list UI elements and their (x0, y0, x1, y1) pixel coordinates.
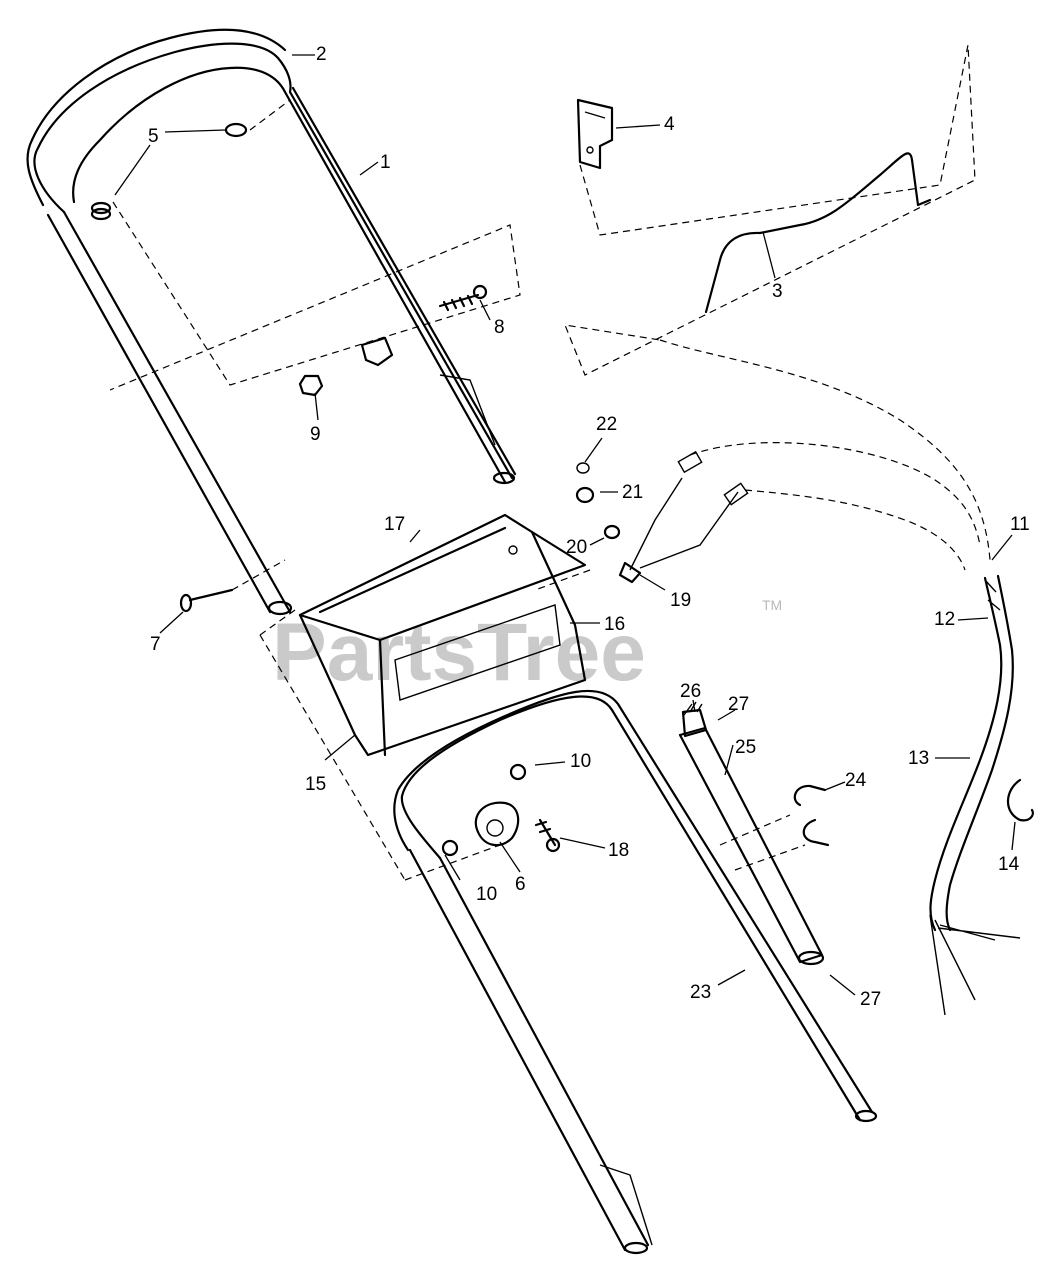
control-rod (704, 152, 932, 314)
callout-5: 5 (148, 126, 159, 147)
callout-23: 23 (690, 982, 711, 1003)
callout-16: 16 (604, 614, 625, 635)
callout-19: 19 (670, 590, 691, 611)
callout-18: 18 (608, 840, 629, 861)
callout-6: 6 (515, 874, 526, 895)
callout-10-bottom: 10 (476, 884, 497, 905)
bracket (576, 98, 614, 170)
callout-labels: 2 1 5 4 3 8 9 22 21 17 20 11 19 7 16 12 … (148, 44, 1030, 1010)
callout-2: 2 (316, 44, 327, 65)
callout-13: 13 (908, 748, 929, 769)
callout-11: 11 (1010, 514, 1030, 535)
leader-lines (114, 54, 1016, 996)
control-box (298, 513, 587, 757)
upper-handle (26, 28, 517, 616)
parts-tree-watermark: PartsTree (272, 607, 646, 698)
cable-clip (793, 784, 830, 847)
callout-12: 12 (934, 609, 955, 630)
wiring-harness (629, 450, 1021, 1016)
callout-27-bottom: 27 (860, 989, 881, 1010)
callout-9: 9 (310, 424, 321, 445)
callout-20: 20 (566, 537, 587, 558)
callout-14: 14 (998, 854, 1020, 875)
callout-7: 7 (150, 634, 161, 655)
lower-handle (393, 689, 878, 1255)
callout-21: 21 (622, 482, 643, 503)
callout-1: 1 (380, 152, 391, 173)
callout-27-top: 27 (728, 694, 749, 715)
callout-26: 26 (680, 681, 701, 702)
callout-22: 22 (596, 414, 617, 435)
callout-8: 8 (494, 317, 505, 338)
callout-15: 15 (305, 774, 326, 795)
callout-4: 4 (664, 114, 675, 135)
trademark-mark: TM (762, 597, 782, 613)
callout-24: 24 (845, 770, 867, 791)
callout-10-top: 10 (570, 751, 591, 772)
assembly-guides (109, 44, 991, 881)
retaining-ring (1006, 778, 1034, 822)
callout-17: 17 (384, 514, 405, 535)
callout-3: 3 (772, 281, 783, 302)
callout-25: 25 (735, 737, 756, 758)
